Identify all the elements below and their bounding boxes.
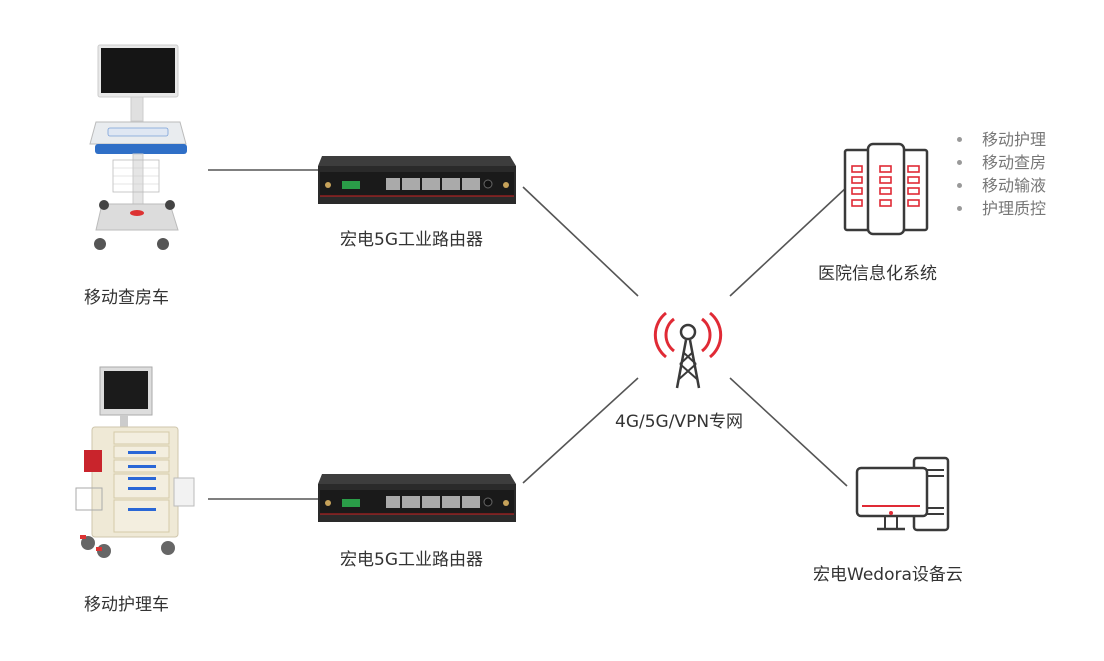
medical-computer-cart-icon (89, 44, 187, 250)
link-network-his (729, 185, 849, 297)
link-network-cloud (729, 377, 848, 487)
bullet-icon (957, 183, 962, 188)
link-router-bottom-network (522, 377, 639, 484)
feature-item: 护理质控 (955, 197, 1046, 220)
feature-item: 移动护理 (955, 128, 1046, 151)
server-rack-icon (843, 142, 929, 236)
feature-item: 移动查房 (955, 151, 1046, 174)
his-label: 医院信息化系统 (818, 264, 937, 284)
network-label: 4G/5G/VPN专网 (615, 412, 744, 432)
his-feature-list: 移动护理 移动查房 移动输液 护理质控 (955, 128, 1046, 220)
bullet-icon (957, 137, 962, 142)
bullet-icon (957, 160, 962, 165)
cloud-label: 宏电Wedora设备云 (813, 565, 963, 585)
nursing-cart-icon (75, 366, 195, 558)
router-top-label: 宏电5G工业路由器 (340, 230, 483, 250)
link-router-top-network (522, 186, 639, 297)
bullet-icon (957, 206, 962, 211)
cart-rounds-label: 移动查房车 (84, 288, 169, 308)
router-bottom-label: 宏电5G工业路由器 (340, 550, 483, 570)
desktop-computer-icon (855, 456, 950, 532)
signal-tower-icon (653, 311, 723, 389)
cart-nursing-label: 移动护理车 (84, 595, 169, 615)
feature-item: 移动输液 (955, 174, 1046, 197)
router-top-icon (318, 156, 516, 204)
router-bottom-icon (318, 474, 516, 522)
